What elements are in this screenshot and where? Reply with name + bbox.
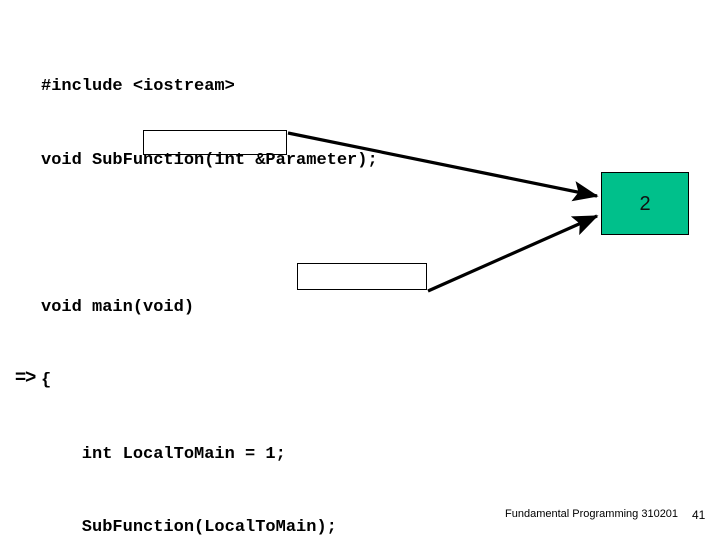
highlight-box-local-variable	[143, 130, 287, 155]
footer-course-label: Fundamental Programming 310201	[505, 508, 679, 520]
code-line: void main(void)	[41, 297, 195, 317]
flow-arrow-marker: =>	[15, 367, 36, 388]
code-line: int LocalToMain = 1;	[41, 444, 286, 464]
memory-cell-box: 2	[601, 172, 689, 235]
footer-page-number: 41	[692, 508, 706, 522]
code-line: #include <iostream>	[41, 77, 235, 96]
code-listing: #include <iostream> void SubFunction(int…	[41, 26, 469, 540]
highlight-box-reference-parameter	[297, 263, 427, 290]
memory-cell-value: 2	[639, 192, 651, 215]
code-line	[41, 222, 469, 247]
code-line: SubFunction(LocalToMain);	[41, 518, 337, 537]
code-line: {	[41, 371, 52, 390]
